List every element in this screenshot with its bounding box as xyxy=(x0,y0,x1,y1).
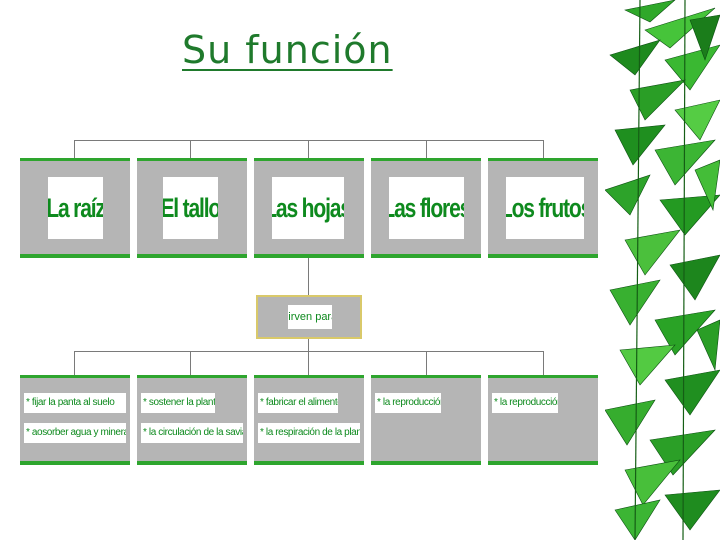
connector-rise-5 xyxy=(543,351,544,375)
part-label-frutos: Los frutos xyxy=(506,177,584,239)
bamboo-decoration xyxy=(605,0,720,540)
function-item: * la respiración de la planta xyxy=(258,423,360,443)
connector-drop-5 xyxy=(543,140,544,158)
connector-drop-1 xyxy=(74,140,75,158)
connector-rise-1 xyxy=(74,351,75,375)
part-label-flores: Las flores xyxy=(389,177,464,239)
connector-drop-3 xyxy=(308,140,309,158)
page-title: Su función xyxy=(182,28,393,72)
part-label-raiz: La raíz xyxy=(48,177,103,239)
function-item: * la circulación de la savia xyxy=(141,423,243,443)
function-item: * fijar la panta al suelo xyxy=(24,393,126,413)
connector-top-horizontal xyxy=(74,140,544,141)
part-panel-hojas: Las hojas xyxy=(254,158,364,258)
connector-drop-4 xyxy=(426,140,427,158)
connector-rise-2 xyxy=(190,351,191,375)
middle-connector-label: sirven para xyxy=(288,305,332,329)
function-item: * fabricar el alimento xyxy=(258,393,338,413)
connector-from-middle xyxy=(308,339,309,351)
function-item: * la reproducción xyxy=(375,393,441,413)
connector-to-middle xyxy=(308,258,309,295)
middle-connector-box: sirven para xyxy=(256,295,362,339)
part-label-hojas: Las hojas xyxy=(272,177,344,239)
function-panel-frutos: * la reproducción xyxy=(488,375,598,465)
part-panel-tallo: El tallo xyxy=(137,158,247,258)
function-item: * la reproducción xyxy=(492,393,558,413)
connector-rise-4 xyxy=(426,351,427,375)
part-label-tallo: El tallo xyxy=(163,177,218,239)
connector-rise-3 xyxy=(308,351,309,375)
connector-drop-2 xyxy=(190,140,191,158)
part-panel-frutos: Los frutos xyxy=(488,158,598,258)
function-panel-tallo: * sostener la planta * la circulación de… xyxy=(137,375,247,465)
function-panel-flores: * la reproducción xyxy=(371,375,481,465)
function-item: * sostener la planta xyxy=(141,393,215,413)
part-panel-raiz: La raíz xyxy=(20,158,130,258)
function-panel-hojas: * fabricar el alimento * la respiración … xyxy=(254,375,364,465)
function-panel-raiz: * fijar la panta al suelo * aosorber agu… xyxy=(20,375,130,465)
connector-bottom-horizontal xyxy=(74,351,544,352)
part-panel-flores: Las flores xyxy=(371,158,481,258)
function-item: * aosorber agua y minerales xyxy=(24,423,126,443)
